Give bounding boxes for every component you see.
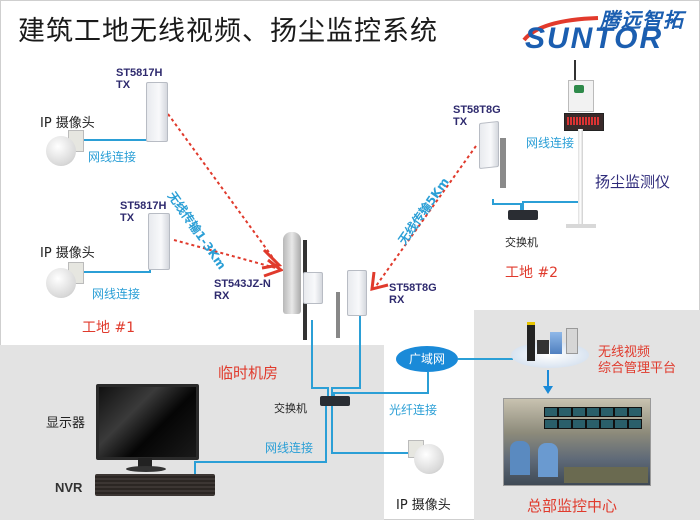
nvr-icon xyxy=(95,474,215,496)
site1-cam2-label: IP 摄像头 xyxy=(40,246,95,261)
rx2-role: RX xyxy=(389,294,405,306)
site2-ap-role: TX xyxy=(453,116,468,128)
dust-sensor-antenna-icon xyxy=(574,60,576,82)
server-rack-icon xyxy=(566,328,578,354)
page-title: 建筑工地无线视频、扬尘监控系统 xyxy=(18,16,438,47)
control-center-label: 总部监控中心 xyxy=(527,497,618,515)
machine-room-camera-label: IP 摄像头 xyxy=(396,498,451,513)
platform-label-line1: 无线视频 xyxy=(598,345,651,360)
dust-monitor-label: 扬尘监测仪 xyxy=(595,173,671,191)
rx1-sector-antenna-icon xyxy=(283,232,301,314)
site2-switch-label: 交换机 xyxy=(505,236,538,249)
site1-cam2-icon xyxy=(46,268,76,298)
site1-label: 工地 #1 xyxy=(82,320,136,336)
site1-ap2-antenna-icon xyxy=(148,213,170,270)
machine-room-camera-icon xyxy=(414,444,444,474)
control-center-photo xyxy=(503,398,651,486)
machine-room-switch-label: 交换机 xyxy=(274,402,307,415)
logo-chinese: 腾远智拓 xyxy=(600,8,684,32)
site2-ap-model: ST58T8G xyxy=(453,104,501,116)
dust-monitor-pole-icon xyxy=(578,129,583,226)
wan-node: 广域网 xyxy=(396,346,458,372)
fiber-link-label: 光纤连接 xyxy=(389,403,438,417)
nvr-label: NVR xyxy=(55,480,83,495)
site1-ap2-role: TX xyxy=(120,212,135,224)
rx2-antenna-icon xyxy=(347,270,367,316)
site2-label: 工地 #2 xyxy=(505,265,559,281)
machine-room-switch-icon xyxy=(320,396,350,406)
site1-ap1-model: ST5817H xyxy=(116,67,163,79)
server-tower-icon xyxy=(527,322,535,361)
site1-cam1-link-label: 网线连接 xyxy=(88,150,137,164)
site1-cam1-icon xyxy=(46,136,76,166)
rx2-pole-icon xyxy=(336,292,340,338)
site2-link-label: 网线连接 xyxy=(526,136,575,150)
led-text-icon xyxy=(567,117,599,125)
site2-ap-antenna-icon xyxy=(479,120,499,170)
rx1-model: ST543JZ-N xyxy=(214,278,271,290)
display-label: 显示器 xyxy=(46,416,86,431)
logo-swoosh-icon xyxy=(522,16,599,42)
site1-cam2-link-label: 网线连接 xyxy=(92,287,141,301)
dust-sensor-logo-icon xyxy=(574,85,584,93)
database-icon xyxy=(550,332,562,354)
monitor-icon xyxy=(96,384,199,460)
server-box-icon xyxy=(537,340,549,354)
platform-label-line2: 综合管理平台 xyxy=(598,361,677,376)
site1-ap1-role: TX xyxy=(116,79,131,91)
logo-english: SUNTOR xyxy=(525,22,664,55)
rx1-role: RX xyxy=(214,290,230,302)
rx2-model: ST58T8G xyxy=(389,282,437,294)
dust-monitor-base-icon xyxy=(566,224,596,228)
site2-ap-pole-icon xyxy=(500,138,506,188)
monitor-stand-icon xyxy=(138,458,152,468)
monitor-base-icon xyxy=(126,466,166,472)
machine-room-label: 临时机房 xyxy=(218,364,279,382)
machine-room-link-label: 网线连接 xyxy=(265,441,314,455)
site1-cam1-label: IP 摄像头 xyxy=(40,116,95,131)
site1-ap2-model: ST5817H xyxy=(120,200,167,212)
site2-switch-icon xyxy=(508,210,538,220)
site1-ap1-antenna-icon xyxy=(146,82,168,142)
rx1-panel-icon xyxy=(303,272,323,304)
